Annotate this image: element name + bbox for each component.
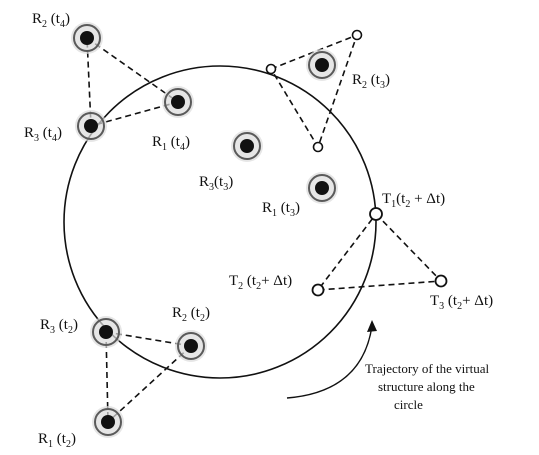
formation-edge-t2-c (107, 345, 192, 423)
robot-r2-t4 (71, 22, 103, 54)
label-r2-t3: R2 (t3) (352, 72, 390, 91)
robot-r3-t3 (231, 130, 263, 162)
label-target-t3: T3 (t2+ Δt) (430, 293, 493, 312)
formation-triangle-t3 (269, 33, 359, 149)
robot-r1-t3 (306, 172, 338, 204)
label-r1-t3: R1 (t3) (262, 200, 300, 219)
target-t1-marker (369, 207, 383, 221)
robot-r3-t2 (90, 316, 122, 348)
label-r3-t3: R3(t3) (199, 174, 233, 193)
target-t2-marker (311, 283, 325, 297)
formation-triangle-target (316, 212, 443, 291)
robot-r2-t2 (175, 330, 207, 362)
label-r2-t4: R2 (t4) (32, 11, 70, 30)
trajectory-arrow (286, 325, 373, 399)
robot-r1-t4 (162, 86, 194, 118)
label-target-t1: T1(t2 + Δt) (382, 191, 445, 210)
formation-triangle-t4 (86, 36, 180, 128)
label-r3-t2: R3 (t2) (40, 317, 78, 336)
trajectory-annotation-line-2: structure along the (378, 379, 475, 394)
waypoint-marker (351, 29, 363, 41)
trajectory-annotation-line-1: Trajectory of the virtual (365, 361, 489, 376)
robot-r1-t2 (92, 406, 124, 438)
robot-r3-t4 (75, 110, 107, 142)
waypoint-marker (265, 63, 277, 75)
trajectory-annotation-line-3: circle (394, 397, 423, 412)
label-r3-t4: R3 (t4) (24, 125, 62, 144)
trajectory-circle (63, 65, 377, 379)
label-r1-t4: R1 (t4) (152, 134, 190, 153)
label-r2-t2: R2 (t2) (172, 305, 210, 324)
waypoint-marker (312, 141, 324, 153)
arrow-head-icon (367, 320, 377, 332)
label-target-t2: T2 (t2+ Δt) (229, 273, 292, 292)
label-r1-t2: R1 (t2) (38, 431, 76, 450)
target-t3-marker (434, 274, 448, 288)
robot-r2-t3 (306, 49, 338, 81)
